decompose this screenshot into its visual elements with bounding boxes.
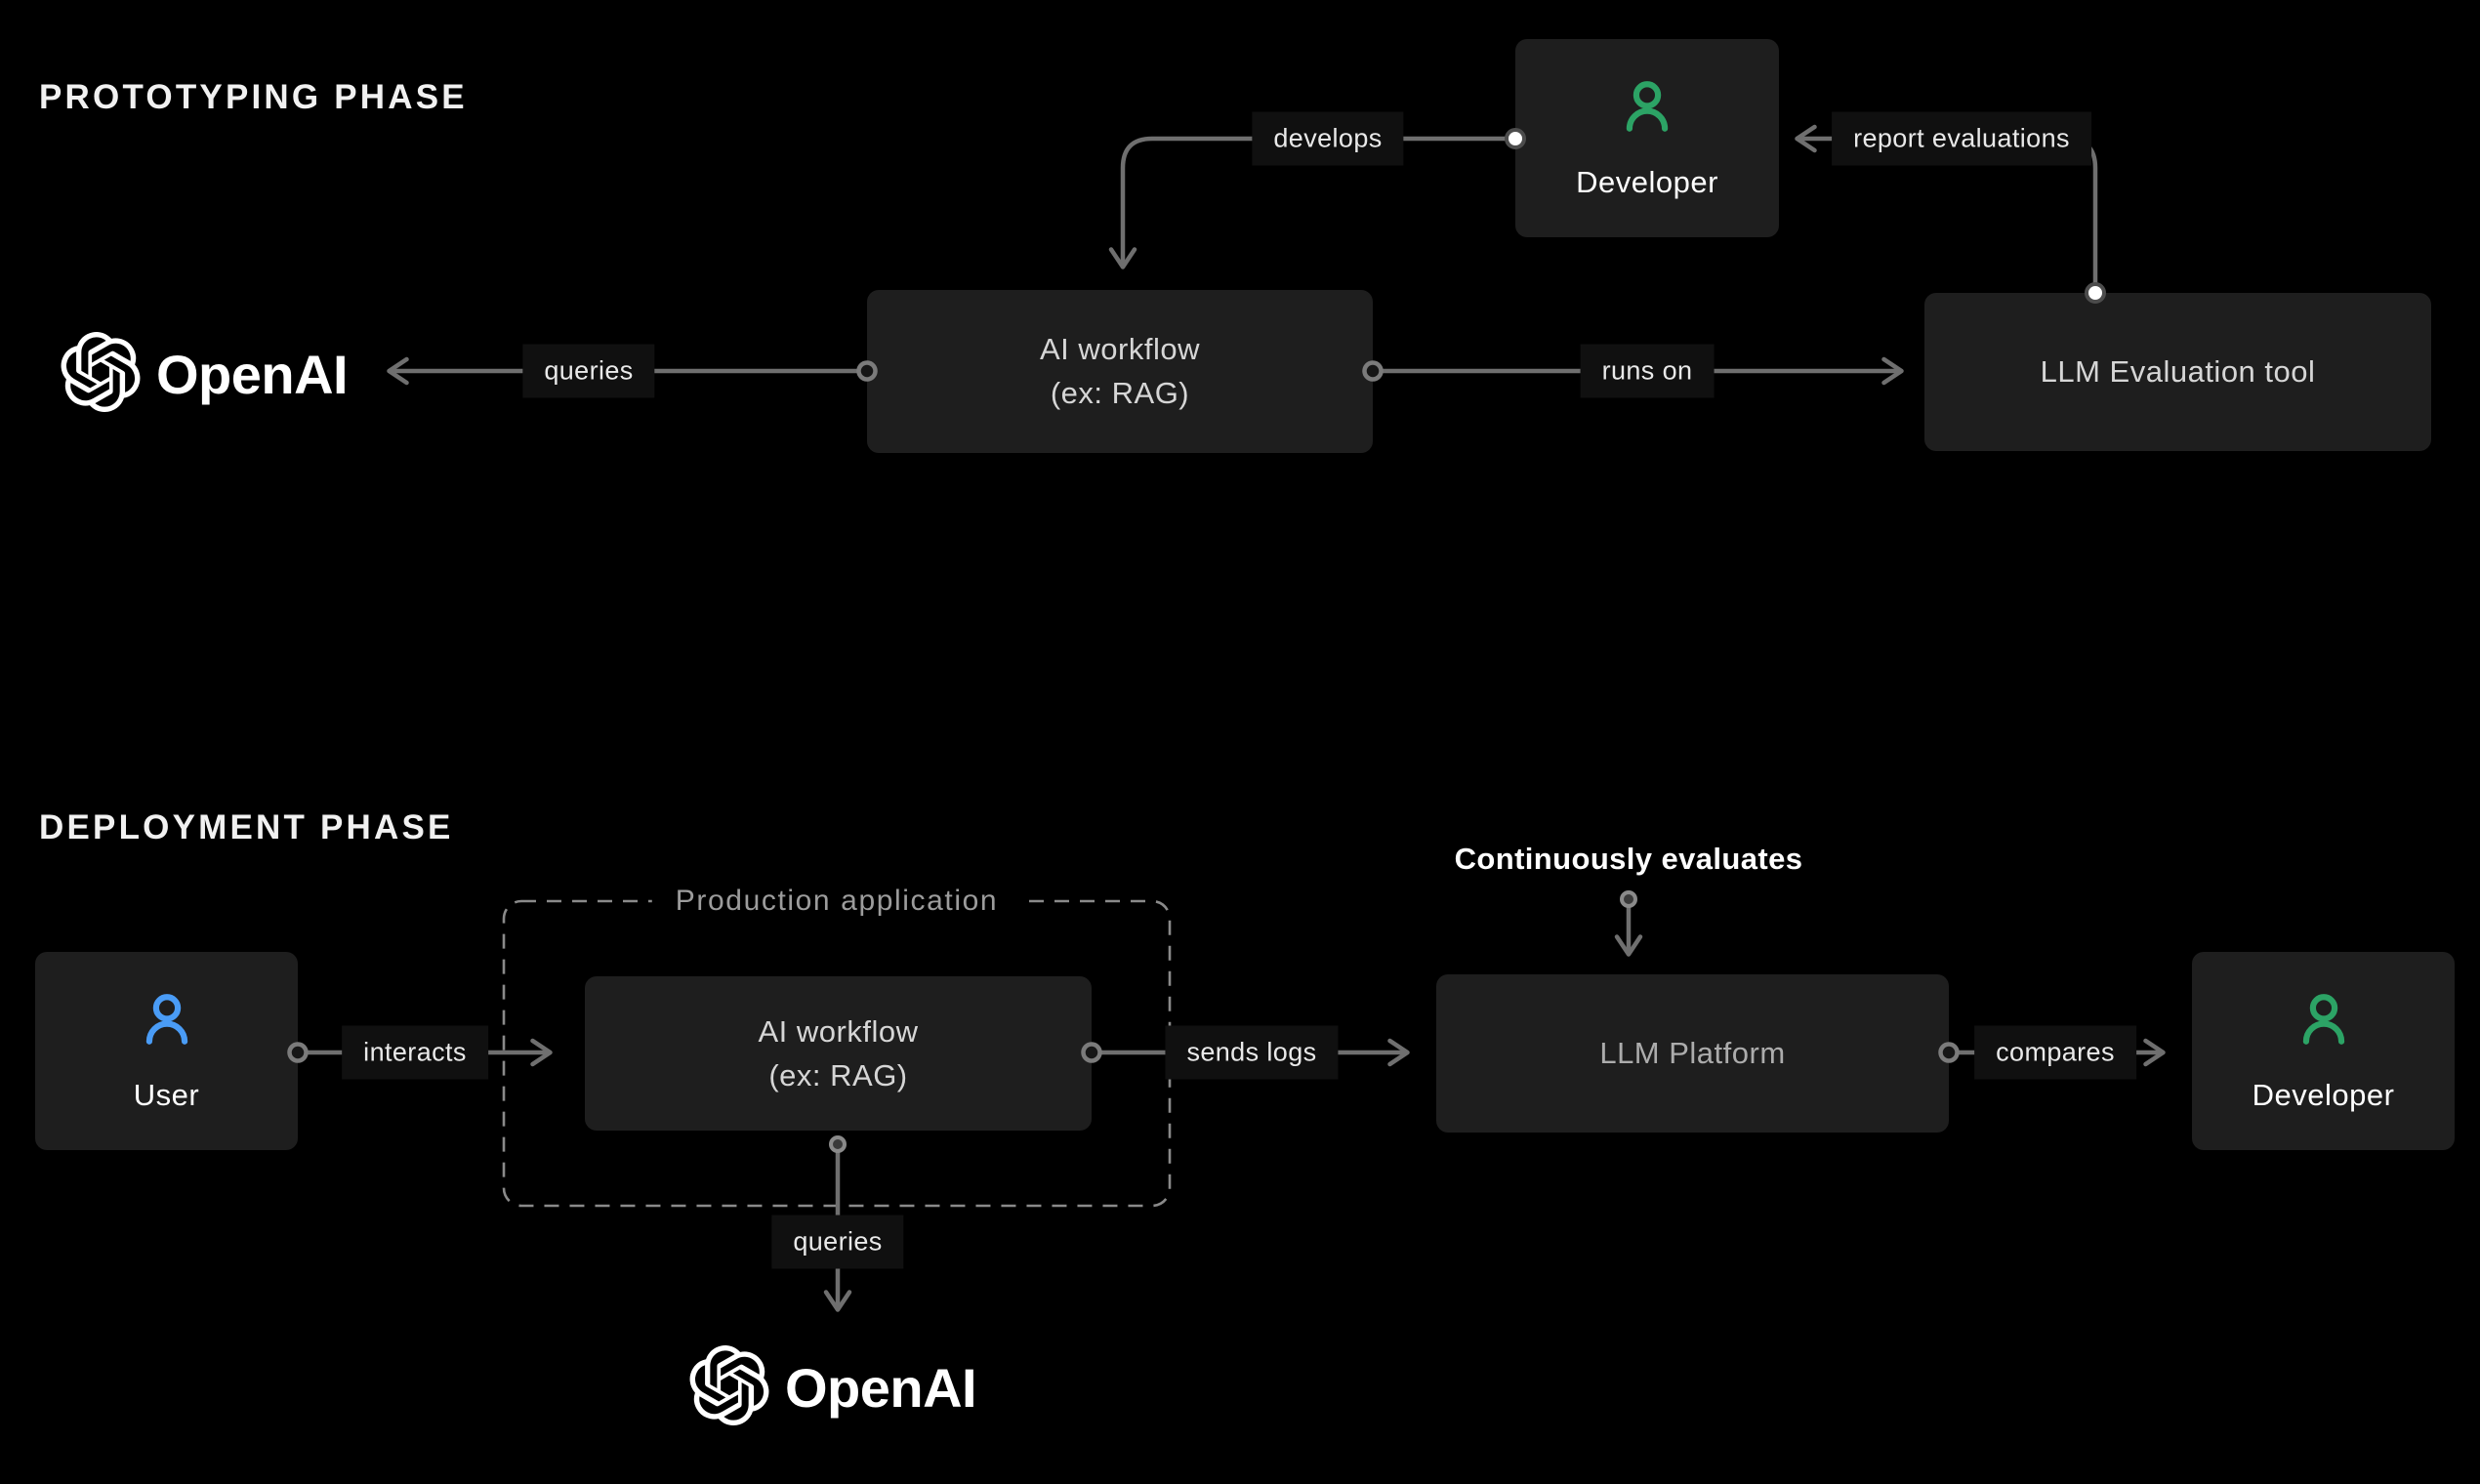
connector-port-user-right [287,1042,309,1063]
node-user: User [35,952,298,1150]
openai-mark-icon [61,332,141,417]
node-ai-workflow-bottom: AI workflow (ex: RAG) [585,976,1092,1131]
openai-logo-bottom: OpenAI [689,1345,977,1430]
connector-dot-developer-left [1505,128,1526,149]
openai-mark-icon [689,1345,769,1430]
node-label: LLM Evaluation tool [2040,354,2316,389]
prototyping-phase-title: PROTOTYPING PHASE [39,78,468,116]
deployment-phase-title: DEPLOYMENT PHASE [39,808,454,846]
connector-dot-ai-workflow-bottom [829,1135,847,1153]
person-icon [1617,76,1677,142]
node-ai-workflow-top: AI workflow (ex: RAG) [867,290,1373,453]
connector-dot-evaluates-top [1620,890,1637,908]
person-icon [137,989,197,1054]
node-label: User [133,1078,200,1112]
node-llm-platform: LLM Platform [1436,974,1949,1133]
openai-logo-top: OpenAI [61,332,349,417]
node-llm-evaluation-tool: LLM Evaluation tool [1924,293,2431,451]
openai-wordmark: OpenAI [785,1357,977,1419]
node-label: LLM Platform [1599,1036,1786,1070]
connector-port-ai-workflow-left [856,360,878,382]
node-developer-top: Developer [1515,39,1779,237]
node-label: Developer [2252,1078,2395,1112]
node-label: Developer [1576,165,1718,199]
node-label-line2: (ex: RAG) [768,1057,908,1092]
edge-report-evaluations-line [1795,124,2098,289]
connector-dot-llm-eval-top [2085,282,2106,304]
person-icon [2294,989,2354,1054]
node-label-line1: AI workflow [1040,332,1200,366]
edge-develops-line [1108,136,1512,269]
connector-port-llm-platform-right [1938,1042,1960,1063]
connector-port-ai-workflow-right [1362,360,1384,382]
node-label-line1: AI workflow [758,1013,919,1049]
openai-wordmark: OpenAI [156,344,349,405]
node-label-line2: (ex: RAG) [1050,376,1190,410]
production-application-title: Production application [651,885,1022,918]
connector-port-ai-workflow-bottom-right [1081,1042,1102,1063]
node-developer-bottom: Developer [2192,952,2455,1150]
